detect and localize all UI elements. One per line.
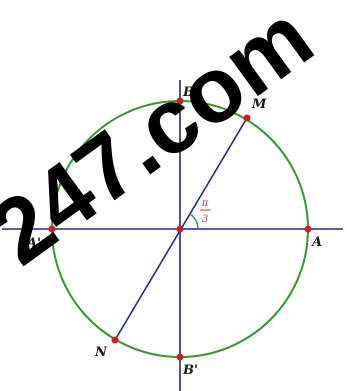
angle-denominator: 3 bbox=[202, 214, 208, 225]
point-m bbox=[243, 114, 251, 122]
label-a-prime: A' bbox=[25, 236, 41, 251]
point-b-prime bbox=[176, 353, 184, 361]
label-n: N bbox=[94, 345, 108, 360]
point-n bbox=[111, 336, 119, 344]
label-b: B bbox=[182, 85, 194, 100]
point-a bbox=[304, 225, 312, 233]
angle-arc bbox=[189, 213, 199, 230]
angle-numerator: π bbox=[201, 198, 209, 209]
label-b-prime: B' bbox=[182, 363, 198, 378]
label-m: M bbox=[251, 97, 267, 112]
label-a: A bbox=[310, 235, 322, 250]
watermark-text: 247.com bbox=[0, 0, 331, 284]
point-a-prime bbox=[48, 225, 56, 233]
origin-point bbox=[176, 225, 184, 233]
point-b bbox=[176, 97, 184, 105]
